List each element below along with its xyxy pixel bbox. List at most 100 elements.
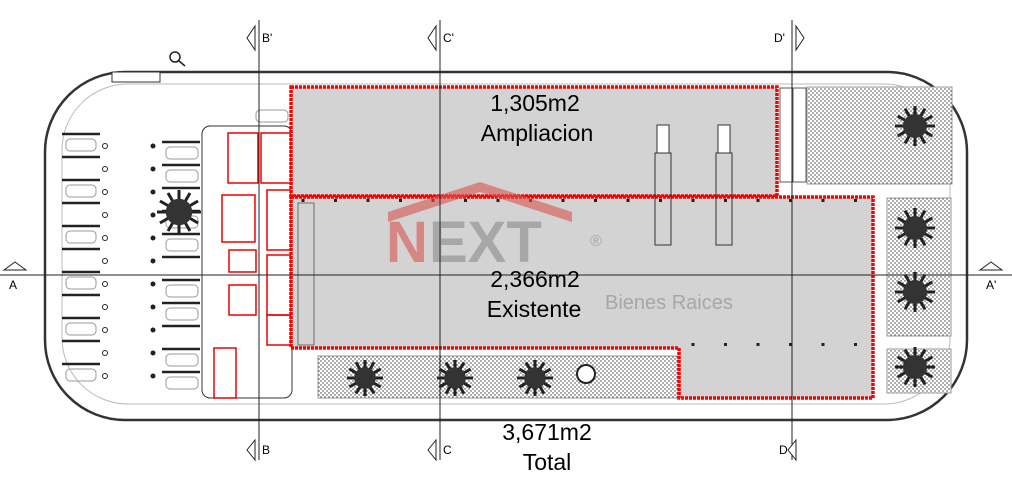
tree-canopy	[903, 355, 927, 379]
bollard	[150, 143, 156, 149]
parked-car	[165, 376, 199, 390]
bollard	[102, 373, 108, 379]
bollard	[150, 350, 156, 356]
column	[821, 199, 825, 202]
watermark-tagline: Bienes Raices	[605, 292, 733, 314]
bollard	[102, 143, 108, 149]
tree-icon	[157, 190, 201, 234]
bollard	[150, 258, 156, 264]
bollard	[150, 212, 156, 218]
tree-icon	[517, 360, 553, 396]
watermark-registered: ®	[590, 233, 602, 250]
ampliacion-area-label: Ampliacion	[481, 120, 594, 146]
section-b-prime-label: B'	[262, 31, 272, 45]
watermark-n: N	[386, 210, 428, 275]
bollard	[102, 235, 108, 241]
tree-canopy	[444, 367, 466, 389]
bollard	[102, 166, 108, 172]
column	[301, 199, 305, 202]
parked-car	[255, 109, 289, 123]
parked-car	[65, 276, 97, 290]
existente-area-value: 2,366m2	[490, 266, 580, 292]
tree-canopy	[903, 216, 927, 240]
fountain-icon	[576, 364, 596, 384]
parked-car	[165, 284, 199, 298]
column	[626, 199, 630, 202]
bollard	[102, 327, 108, 333]
watermark-logo: N EXT ® Bienes Raices	[386, 182, 733, 314]
parked-car	[165, 307, 199, 321]
parked-car	[165, 169, 199, 183]
section-lines	[0, 20, 1012, 460]
column	[854, 343, 857, 346]
column	[334, 199, 337, 202]
garden-top-right	[806, 86, 953, 185]
search-icon	[169, 51, 186, 67]
column	[821, 343, 825, 346]
gate	[111, 71, 161, 83]
watermark-ext: EXT	[429, 210, 542, 275]
ampliacion-area-value: 1,305m2	[490, 90, 580, 116]
section-a-label: A	[9, 278, 17, 292]
column	[756, 199, 760, 202]
parked-car	[165, 146, 199, 160]
parked-car	[65, 230, 97, 244]
tree-canopy	[903, 114, 927, 138]
tree-icon	[895, 272, 935, 312]
parked-car	[65, 184, 97, 198]
tree-icon	[895, 106, 935, 146]
section-c-label: C	[443, 443, 452, 457]
section-b-label: B	[262, 443, 270, 457]
bollard	[150, 281, 156, 287]
bollard	[150, 373, 156, 379]
total-area-value: 3,671m2	[502, 419, 592, 445]
column	[561, 199, 565, 202]
column	[756, 343, 760, 346]
column	[691, 199, 695, 202]
column	[496, 199, 500, 202]
column	[789, 343, 792, 346]
tree-canopy	[903, 280, 927, 304]
bollard	[150, 327, 156, 333]
tree-canopy	[524, 367, 546, 389]
bollard	[150, 189, 156, 195]
bollard	[150, 166, 156, 172]
tree-canopy	[354, 367, 376, 389]
column	[691, 343, 695, 346]
area-ampliacion	[289, 85, 779, 198]
parked-car	[65, 138, 97, 152]
parked-car	[65, 368, 97, 382]
tree-canopy	[165, 198, 193, 226]
truck-bays	[654, 124, 733, 246]
bollard	[102, 189, 108, 195]
total-area-label: Total	[523, 449, 572, 475]
section-markers	[2, 24, 1004, 462]
site-outline	[43, 70, 969, 422]
column	[594, 199, 597, 202]
loading-dock	[779, 87, 807, 183]
column	[659, 199, 662, 202]
bollard	[102, 212, 108, 218]
column	[789, 199, 792, 202]
bollard	[150, 304, 156, 310]
parked-car	[65, 322, 97, 336]
office-block	[201, 125, 293, 399]
parked-car	[165, 238, 199, 252]
column	[724, 199, 727, 202]
parked-car	[165, 353, 199, 367]
bollard	[102, 281, 108, 287]
bollard	[102, 258, 108, 264]
column	[399, 199, 402, 202]
trees	[157, 106, 935, 396]
bollard	[102, 304, 108, 310]
existente-area-label: Existente	[487, 296, 582, 322]
section-c-prime-label: C'	[443, 31, 454, 45]
section-a-prime-label: A'	[986, 278, 996, 292]
column	[366, 199, 370, 202]
area-existente	[289, 195, 875, 400]
tree-icon	[437, 360, 473, 396]
bollard	[150, 235, 156, 241]
column	[464, 199, 467, 202]
bollard	[102, 350, 108, 356]
